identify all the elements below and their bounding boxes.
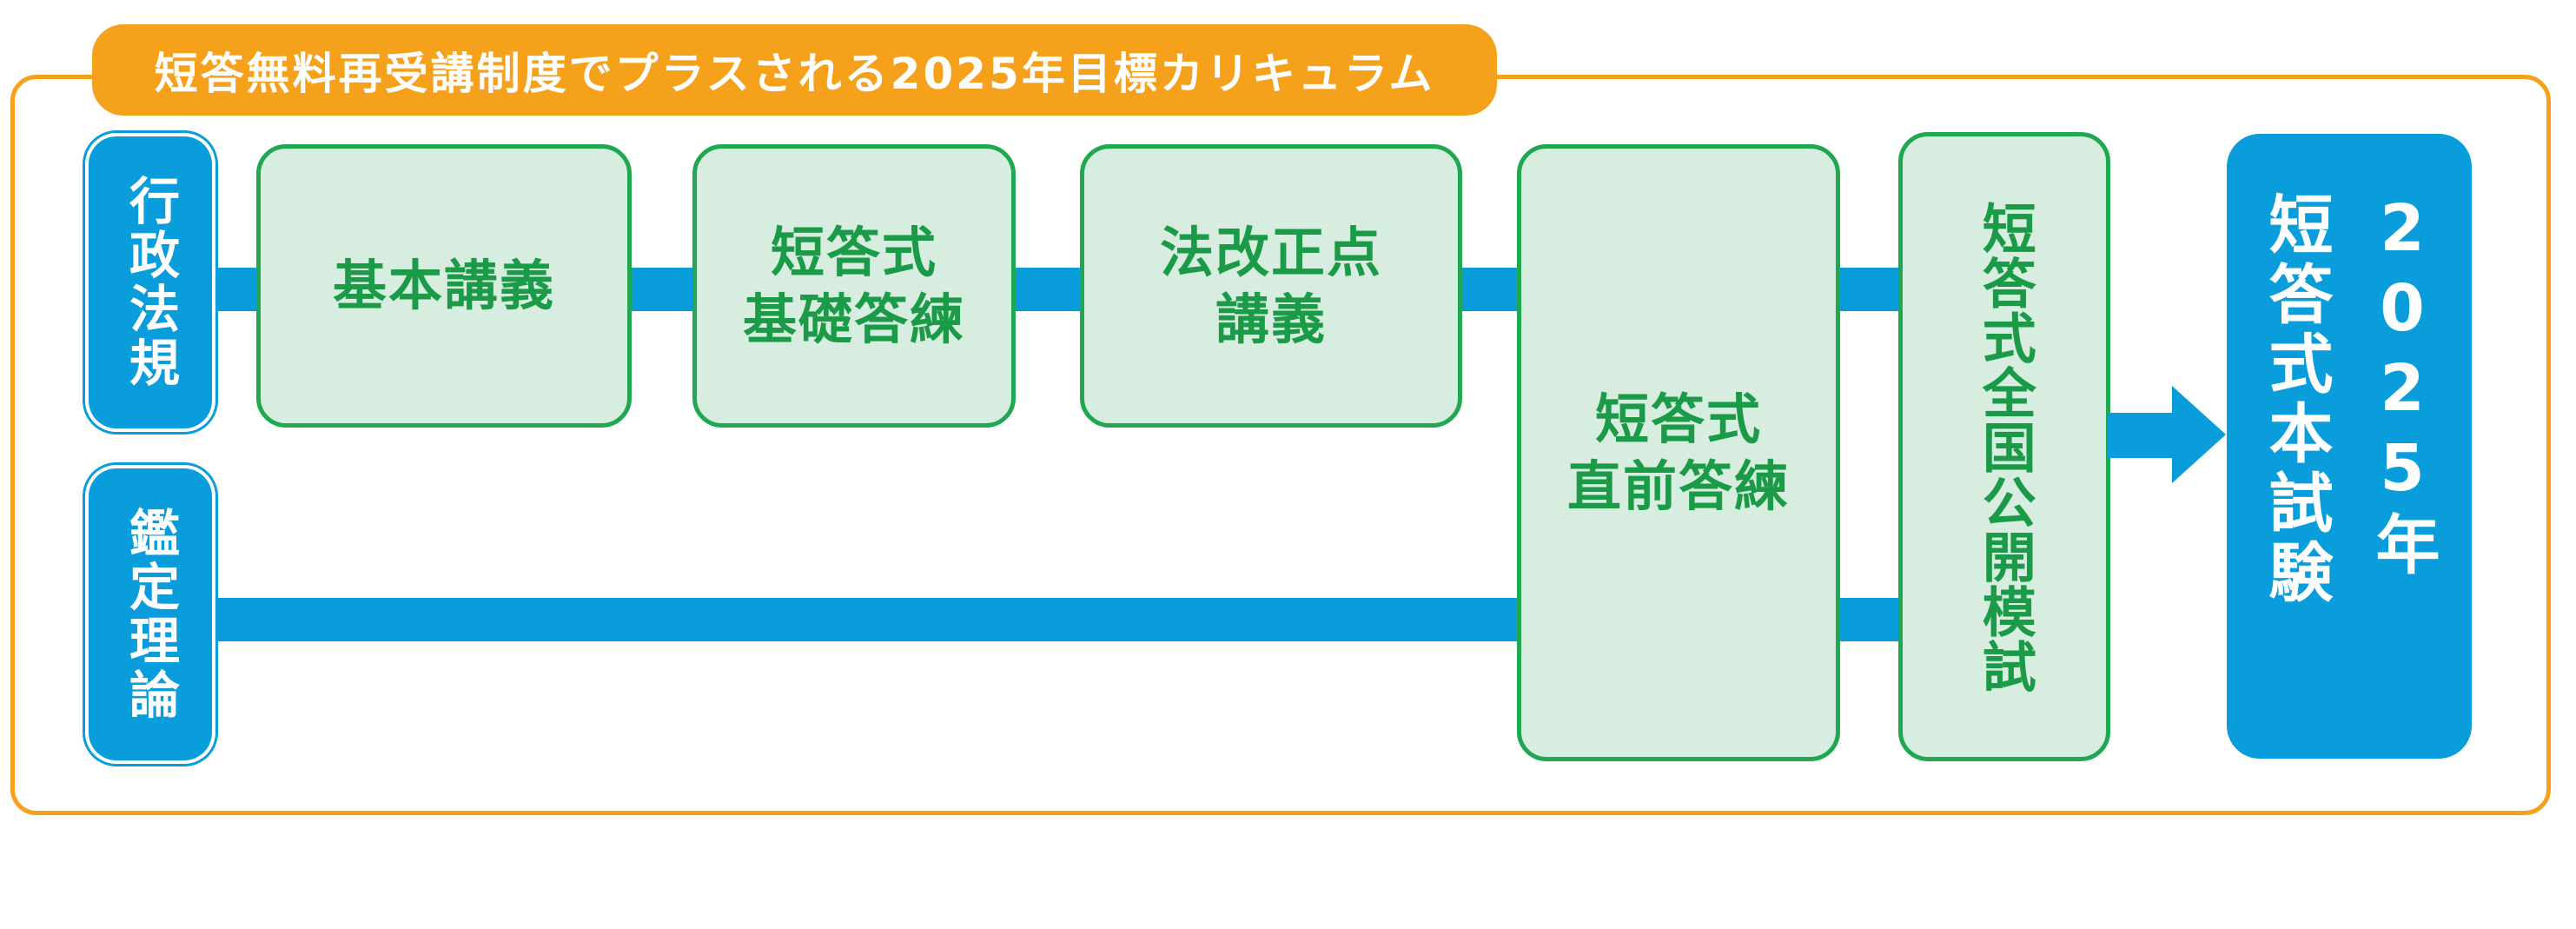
course-line: 法改正点 (1159, 220, 1382, 284)
course-line: 講義 (1215, 288, 1327, 351)
subject-gyosei-hoki: 行政法規 (85, 133, 215, 432)
course-line: 直前答練 (1566, 455, 1790, 518)
right-arrow-icon (2108, 413, 2174, 458)
exam-year: 2025年 (2365, 191, 2440, 581)
course-line: 基礎答練 (742, 288, 965, 351)
course-line: 基本講義 (332, 254, 555, 318)
course-kihon-kogi: 基本講義 (256, 144, 632, 428)
right-arrow-icon-head (2172, 386, 2226, 483)
course-tanto-chokuzen-toren: 短答式 直前答練 (1517, 144, 1840, 761)
exam-box: 2025年 短答式本試験 (2227, 134, 2472, 759)
curriculum-title: 短答無料再受講制度でプラスされる2025年目標カリキュラム (92, 24, 1497, 116)
exam-name: 短答式本試験 (2258, 191, 2333, 608)
course-hokaisei-kogi: 法改正点 講義 (1080, 144, 1462, 428)
course-line: 短答式 (770, 220, 937, 284)
course-zenkoku-moshi: 短答式全国公開模試 (1898, 132, 2110, 761)
course-tanto-kiso-toren: 短答式 基礎答練 (692, 144, 1016, 428)
subject-kantei-riron: 鑑定理論 (85, 465, 215, 764)
course-line: 短答式 (1594, 387, 1762, 451)
